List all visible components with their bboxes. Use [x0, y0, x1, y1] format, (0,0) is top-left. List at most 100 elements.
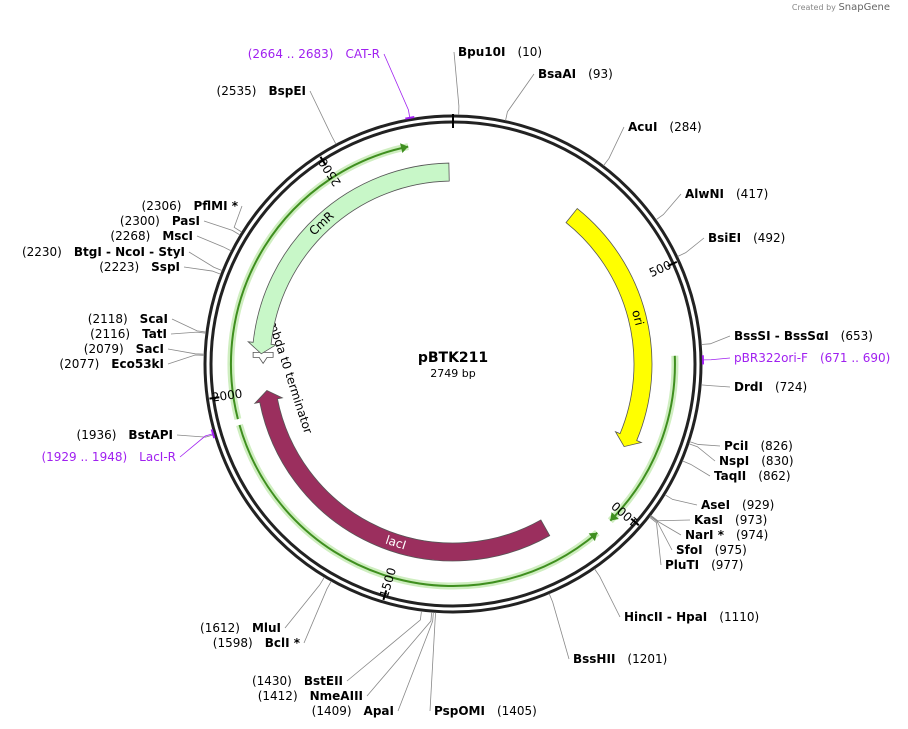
enzyme-label-bsteii[interactable]: (1430)BstEII	[252, 674, 343, 688]
label-name: AseI	[701, 498, 730, 512]
tick-mark	[382, 590, 388, 601]
leader-line-layer	[167, 51, 731, 712]
enzyme-label-saci[interactable]: (2079)SacI	[84, 342, 164, 356]
primer-label-laci-r[interactable]: (1929 .. 1948)LacI-R	[41, 450, 176, 464]
enzyme-leader-line	[303, 581, 332, 644]
enzyme-leader-line	[650, 514, 691, 522]
label-position: (830)	[761, 454, 793, 468]
enzyme-leader-line	[701, 335, 731, 345]
snapgene-logo-text: SnapGene	[838, 2, 890, 13]
label-position: (1598)	[213, 636, 253, 650]
primer-range-arc[interactable]	[238, 424, 598, 588]
label-name: BsaAI	[538, 67, 576, 81]
primer-label-pbr322ori-f[interactable]: pBR322ori-F (671 .. 690)	[734, 351, 890, 365]
label-position: (2079)	[84, 342, 124, 356]
label-name: PspOMI	[434, 704, 485, 718]
enzyme-label-btgi-ncoi-styi[interactable]: (2230)BtgI - NcoI - StyI	[22, 245, 185, 259]
enzyme-label-taqii[interactable]: TaqII(862)	[714, 469, 791, 483]
label-position: (977)	[711, 558, 743, 572]
enzyme-label-bsiei[interactable]: BsiEI(492)	[708, 231, 785, 245]
enzyme-label-bsaai[interactable]: BsaAI(93)	[538, 67, 613, 81]
feature-lambda-t0-terminator[interactable]	[252, 351, 274, 365]
label-name: NarI *	[685, 528, 725, 542]
enzyme-label-bpu10i[interactable]: Bpu10I(10)	[458, 45, 542, 59]
label-name: PciI	[724, 439, 749, 453]
enzyme-label-mlui[interactable]: (1612)MluI	[200, 621, 281, 635]
enzyme-leader-line	[701, 384, 731, 388]
label-name: NmeAIII	[310, 689, 363, 703]
feature-cmr[interactable]	[247, 162, 450, 355]
enzyme-leader-line	[688, 443, 716, 462]
primer-range-arc[interactable]	[609, 355, 676, 522]
label-layer: Bpu10I(10) BsaAI(93) AcuI(284) AlwNI(417) Bs…	[22, 45, 890, 718]
enzyme-label-bstapi[interactable]: (1936) BstAPI	[77, 428, 173, 442]
enzyme-leader-line	[170, 331, 206, 335]
label-name: BssSI - BssSαI	[734, 329, 829, 343]
created-by-text: Created by	[791, 3, 836, 12]
enzyme-label-bsshii[interactable]: BssHII(1201)	[573, 652, 667, 666]
label-name: Eco53kI	[111, 357, 164, 371]
enzyme-label-sspi[interactable]: (2223)SspI	[99, 260, 180, 274]
enzyme-label-nari[interactable]: NarI *(974)	[685, 528, 768, 542]
primer-range-arrowhead	[588, 532, 598, 542]
label-name: BstAPI	[128, 428, 173, 442]
enzyme-leader-line	[650, 515, 682, 536]
label-position: (1430)	[252, 674, 292, 688]
feature-label-ori: ori	[629, 308, 646, 327]
enzyme-label-pcii[interactable]: PciI(826)	[724, 439, 793, 453]
feature-laci[interactable]	[253, 389, 551, 562]
enzyme-label-nspi[interactable]: NspI(830)	[719, 454, 794, 468]
enzyme-leader-line	[176, 434, 215, 438]
enzyme-label-kasi[interactable]: KasI(973)	[694, 513, 767, 527]
label-position: (1412)	[258, 689, 298, 703]
label-position: (2306)	[142, 199, 182, 213]
enzyme-leader-line	[505, 73, 535, 121]
enzyme-label-pasi[interactable]: (2300)PasI	[120, 214, 200, 228]
primer-leader-line	[701, 357, 731, 361]
enzyme-label-eco53ki[interactable]: (2077) Eco53kI	[59, 357, 164, 371]
enzyme-label-pluti[interactable]: PluTI(977)	[665, 558, 743, 572]
label-name: BclI *	[265, 636, 301, 650]
enzyme-leader-line	[309, 90, 337, 145]
tick-mark	[630, 517, 640, 527]
enzyme-label-pspomi[interactable]: PspOMI (1405)	[434, 704, 537, 718]
label-name: PflMI *	[193, 199, 238, 213]
label-name: KasI	[694, 513, 723, 527]
enzyme-leader-line	[284, 576, 325, 629]
enzyme-label-bsssi-bsss-i[interactable]: BssSI - BssSαI(653)	[734, 329, 873, 343]
enzyme-leader-line	[682, 460, 711, 477]
enzyme-leader-line	[196, 235, 232, 252]
label-name: CAT-R	[345, 47, 380, 61]
label-position: (1405)	[497, 704, 537, 718]
label-position: (1201)	[627, 652, 667, 666]
label-position: (1936)	[77, 428, 117, 442]
enzyme-label-nmeaiii[interactable]: (1412) NmeAIII	[258, 689, 363, 703]
enzyme-label-acui[interactable]: AcuI(284)	[628, 120, 702, 134]
enzyme-label-sfoi[interactable]: SfoI(975)	[676, 543, 747, 557]
primer-range-arc[interactable]	[230, 145, 409, 420]
enzyme-label-apai[interactable]: (1409)ApaI	[312, 704, 394, 718]
enzyme-label-pflmi[interactable]: (2306) PflMI *	[142, 199, 239, 213]
enzyme-label-alwni[interactable]: AlwNI(417)	[685, 187, 768, 201]
enzyme-label-tati[interactable]: (2116)TatI	[90, 327, 167, 341]
enzyme-label-bcli[interactable]: (1598) BclI *	[213, 636, 301, 650]
label-name: pBR322ori-F	[734, 351, 808, 365]
label-position: (2230)	[22, 245, 62, 259]
feature-ori[interactable]	[565, 207, 653, 448]
primer-label-cat-r[interactable]: (2664 .. 2683)CAT-R	[248, 47, 380, 61]
enzyme-label-drdi[interactable]: DrdI(724)	[734, 380, 807, 394]
label-position: (671 .. 690)	[820, 351, 890, 365]
primer-site-marker	[210, 429, 216, 439]
enzyme-label-asei[interactable]: AseI(929)	[701, 498, 774, 512]
enzyme-label-hincii-hpai[interactable]: HincII - HpaI(1110)	[624, 610, 759, 624]
tick-mark	[209, 396, 220, 400]
label-position: (1929 .. 1948)	[41, 450, 127, 464]
label-position: (2300)	[120, 214, 160, 228]
label-name: MscI	[162, 229, 193, 243]
label-name: TatI	[142, 327, 167, 341]
enzyme-label-scai[interactable]: (2118)ScaI	[88, 312, 168, 326]
enzyme-label-msci[interactable]: (2268)MscI	[110, 229, 193, 243]
label-position: (2077)	[59, 357, 99, 371]
enzyme-label-bspei[interactable]: (2535)BspEI	[217, 84, 306, 98]
feature-label-laci: lacI	[384, 533, 408, 553]
